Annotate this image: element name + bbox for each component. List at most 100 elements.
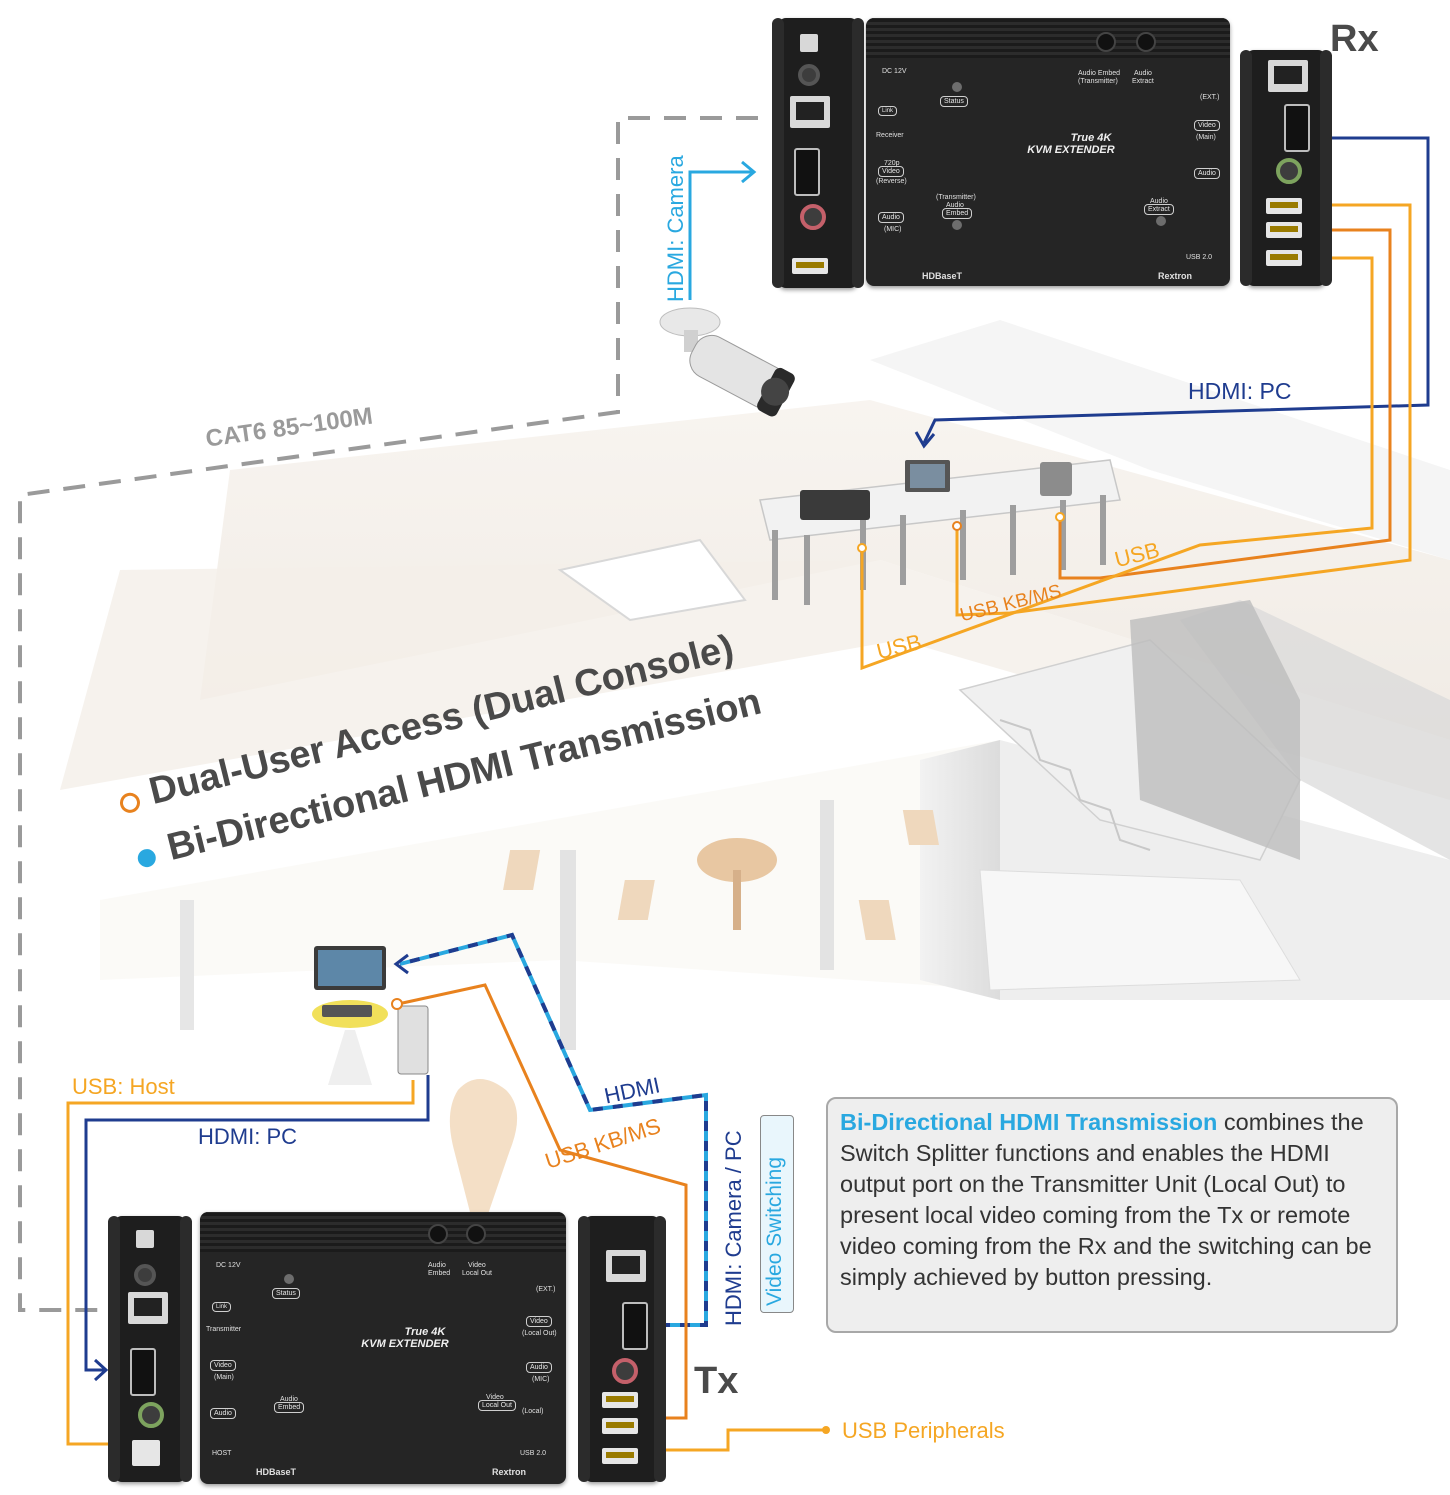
audio-port-icon bbox=[138, 1402, 164, 1428]
rextron-logo: Rextron bbox=[1158, 271, 1193, 281]
hdmi-pc-bottom-label: HDMI: PC bbox=[198, 1124, 297, 1149]
audio-embed-button[interactable] bbox=[1096, 32, 1116, 52]
usb20-label: USB 2.0 bbox=[1186, 254, 1213, 261]
dc-label: DC 12V bbox=[216, 1262, 241, 1269]
status-label: Status bbox=[272, 1288, 300, 1299]
usb-port-icon bbox=[602, 1448, 638, 1464]
hdmi-port-icon bbox=[794, 148, 820, 196]
video-switching-box bbox=[760, 1115, 794, 1313]
mic-port-icon bbox=[612, 1358, 638, 1384]
rj45-port-icon bbox=[128, 1292, 168, 1324]
audio-embed-button[interactable] bbox=[428, 1224, 448, 1244]
audio-embed-led bbox=[952, 220, 962, 230]
power-terminal-icon bbox=[136, 1230, 154, 1248]
usb-peripherals-label: USB Peripherals bbox=[842, 1418, 1005, 1443]
rx-label: Rx bbox=[1330, 18, 1379, 60]
audio-embed-sub-label: (Transmitter) bbox=[1078, 78, 1118, 85]
usb-peripherals-line bbox=[665, 1428, 826, 1452]
status-label: Status bbox=[940, 96, 968, 107]
usb-host-line bbox=[66, 1080, 415, 1446]
usb-port-icon bbox=[1266, 198, 1302, 214]
audio-extract-led bbox=[1156, 216, 1166, 226]
receiver-label: Receiver bbox=[876, 132, 904, 139]
hdmi-camera-label: HDMI: Camera bbox=[663, 155, 688, 302]
hdmi-pc-top-line bbox=[922, 136, 1430, 444]
description-box: Bi-Directional HDMI Transmission combine… bbox=[826, 1097, 1398, 1333]
hdmi-camera-pc-label: HDMI: Camera / PC bbox=[721, 1130, 746, 1326]
local-out-top-label: Local Out bbox=[462, 1270, 492, 1277]
hdmi-port-icon bbox=[130, 1348, 156, 1396]
hdmi-camera-line bbox=[688, 170, 752, 300]
audio-extract-sub-label: Extract bbox=[1132, 78, 1154, 85]
host-label: HOST bbox=[212, 1450, 232, 1457]
main-label: (Main) bbox=[1196, 134, 1216, 141]
mic-port-icon bbox=[800, 204, 826, 230]
usb-b-port-icon bbox=[132, 1440, 160, 1466]
video-label: Video bbox=[210, 1360, 236, 1371]
usb-line-3 bbox=[860, 256, 1374, 671]
rx-right-panel bbox=[1240, 50, 1332, 286]
hdmi-port-icon bbox=[1284, 104, 1310, 152]
usb-port-icon bbox=[602, 1392, 638, 1408]
hdmi-pc-bottom-line bbox=[84, 1075, 430, 1372]
audio-embed-label: Audio Embed bbox=[1078, 70, 1121, 77]
local-out2-label: Local Out bbox=[478, 1400, 516, 1411]
audio-extract-button[interactable] bbox=[1136, 32, 1156, 52]
usb-port-icon bbox=[602, 1418, 638, 1434]
video-local-top-label: Video bbox=[468, 1262, 486, 1269]
hdbaset-logo: HDBaseT bbox=[256, 1467, 297, 1477]
rj45-port-icon bbox=[790, 96, 830, 128]
ext-label: (EXT.) bbox=[536, 1286, 556, 1293]
audio-label: Audio bbox=[210, 1408, 236, 1419]
usb-line-2 bbox=[1058, 228, 1392, 580]
hdbaset-logo: HDBaseT bbox=[922, 271, 963, 281]
audio-port-icon bbox=[1276, 158, 1302, 184]
rx-left-panel bbox=[772, 18, 864, 288]
tx-top-panel: DC 12V Status Audio Embed Video Local Ou… bbox=[200, 1212, 566, 1484]
audio-mic-label: Audio bbox=[878, 212, 904, 223]
audio-extract-lower-label: Audio bbox=[1150, 198, 1168, 205]
embed-label: Embed bbox=[942, 208, 973, 219]
usb-host-label: USB: Host bbox=[72, 1074, 175, 1099]
video-switching-label: Video Switching bbox=[763, 1156, 786, 1306]
rj45-port-icon bbox=[1268, 60, 1308, 92]
audio-mic-label: Audio bbox=[526, 1362, 552, 1373]
hdmi-pc-top-label: HDMI: PC bbox=[1188, 378, 1292, 404]
true4k-logo: True 4K KVM EXTENDER bbox=[1027, 132, 1115, 156]
tx-right-panel bbox=[578, 1216, 666, 1482]
cat6-cable bbox=[18, 116, 758, 1312]
usb20-label: USB 2.0 bbox=[520, 1450, 547, 1457]
usb-line-1 bbox=[955, 203, 1412, 617]
video-local-label: Video bbox=[526, 1316, 552, 1327]
tx-left-panel bbox=[108, 1216, 192, 1482]
power-terminal-icon bbox=[800, 34, 818, 52]
audio-embed-lower-label: Audio bbox=[946, 202, 964, 209]
transmitter-label: Transmitter bbox=[206, 1326, 242, 1333]
dc-jack-icon bbox=[134, 1264, 156, 1286]
rextron-logo: Rextron bbox=[492, 1467, 527, 1477]
reverse-label: (Reverse) bbox=[876, 178, 907, 185]
true4k-logo: True 4K KVM EXTENDER bbox=[361, 1326, 449, 1350]
usb-port-icon bbox=[792, 258, 828, 274]
audio-embed-label: Audio bbox=[280, 1396, 298, 1403]
link-label: Link bbox=[878, 106, 898, 116]
video-local-out-button[interactable] bbox=[466, 1224, 486, 1244]
res720-label: 720p bbox=[884, 160, 900, 167]
rj45-port-icon bbox=[606, 1250, 646, 1282]
audio-extract-label: Audio bbox=[1134, 70, 1152, 77]
mic-label: (MIC) bbox=[884, 226, 902, 233]
status-led bbox=[284, 1274, 294, 1284]
local-label: (Local) bbox=[522, 1408, 544, 1415]
video-reverse-label: Video bbox=[878, 166, 904, 177]
local-out-label: (Local Out) bbox=[522, 1330, 557, 1337]
video-local-out-label: Video bbox=[486, 1394, 504, 1401]
tx-label: Tx bbox=[694, 1360, 739, 1402]
dc-label: DC 12V bbox=[882, 68, 907, 75]
hdmi-port-icon bbox=[622, 1302, 648, 1350]
embed-top-label: Embed bbox=[428, 1270, 451, 1277]
main-label: (Main) bbox=[214, 1374, 234, 1381]
description-body: combines the Switch Splitter functions a… bbox=[840, 1109, 1372, 1290]
audio-embed-top-label: Audio bbox=[428, 1262, 446, 1269]
